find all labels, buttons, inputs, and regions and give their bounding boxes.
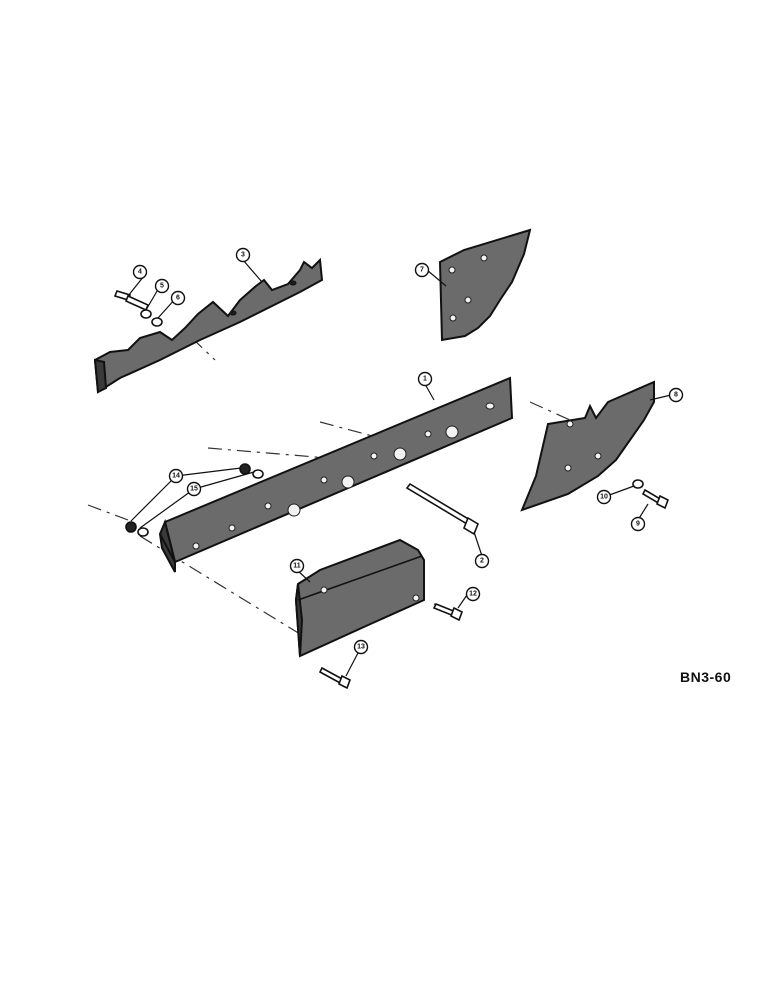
part-3-notched-strip [93,257,324,394]
hardware-4-5-6 [113,290,163,327]
callout-circle [168,468,184,484]
part-2-long-bolt [405,482,479,536]
callout-circle [630,516,646,532]
callout-number: 7 [420,267,424,274]
callout-number: 9 [636,521,640,528]
callout-2: 2 [474,553,490,569]
callout-number: 11 [293,563,301,570]
callout-number: 3 [241,252,245,259]
callout-circle [596,489,612,505]
callout-circle [170,290,186,306]
callout-12: 12 [465,586,481,602]
hardware-9-10 [632,479,670,510]
callout-1: 1 [417,371,433,387]
callout-8: 8 [668,387,684,403]
callout-13: 13 [353,639,369,655]
callout-circle [668,387,684,403]
callout-number: 1 [423,376,427,383]
callout-number: 13 [357,644,365,651]
callout-number: 14 [172,473,180,480]
callout-11: 11 [289,558,305,574]
callout-number: 4 [138,269,142,276]
callout-10: 10 [596,489,612,505]
bolts-12-13 [318,602,464,690]
callout-number: 10 [600,494,608,501]
callout-7: 7 [414,262,430,278]
callout-number: 5 [160,283,164,290]
callout-circle [235,247,251,263]
part-7-plate [438,228,532,342]
callout-circle [417,371,433,387]
callout-number: 8 [674,392,678,399]
callout-circle [474,553,490,569]
part-11-angle-block [294,538,425,658]
callout-3: 3 [235,247,251,263]
hardware-14-15 [125,463,264,537]
callout-5: 5 [154,278,170,294]
callout-14: 14 [168,468,184,484]
callout-circle [154,278,170,294]
callout-number: 15 [190,486,198,493]
callout-number: 6 [176,295,180,302]
callout-circle [186,481,202,497]
callout-6: 6 [170,290,186,306]
callout-4: 4 [132,264,148,280]
callout-circle [465,586,481,602]
part-1-beam [158,376,514,573]
callout-circle [414,262,430,278]
part-8-plate [520,380,655,512]
callout-circle [289,558,305,574]
callout-circle [132,264,148,280]
callout-number: 2 [480,558,484,565]
callout-15: 15 [186,481,202,497]
callout-circle [353,639,369,655]
callout-9: 9 [630,516,646,532]
callout-number: 12 [469,591,477,598]
drawing-reference-code: BN3-60 [680,669,731,685]
